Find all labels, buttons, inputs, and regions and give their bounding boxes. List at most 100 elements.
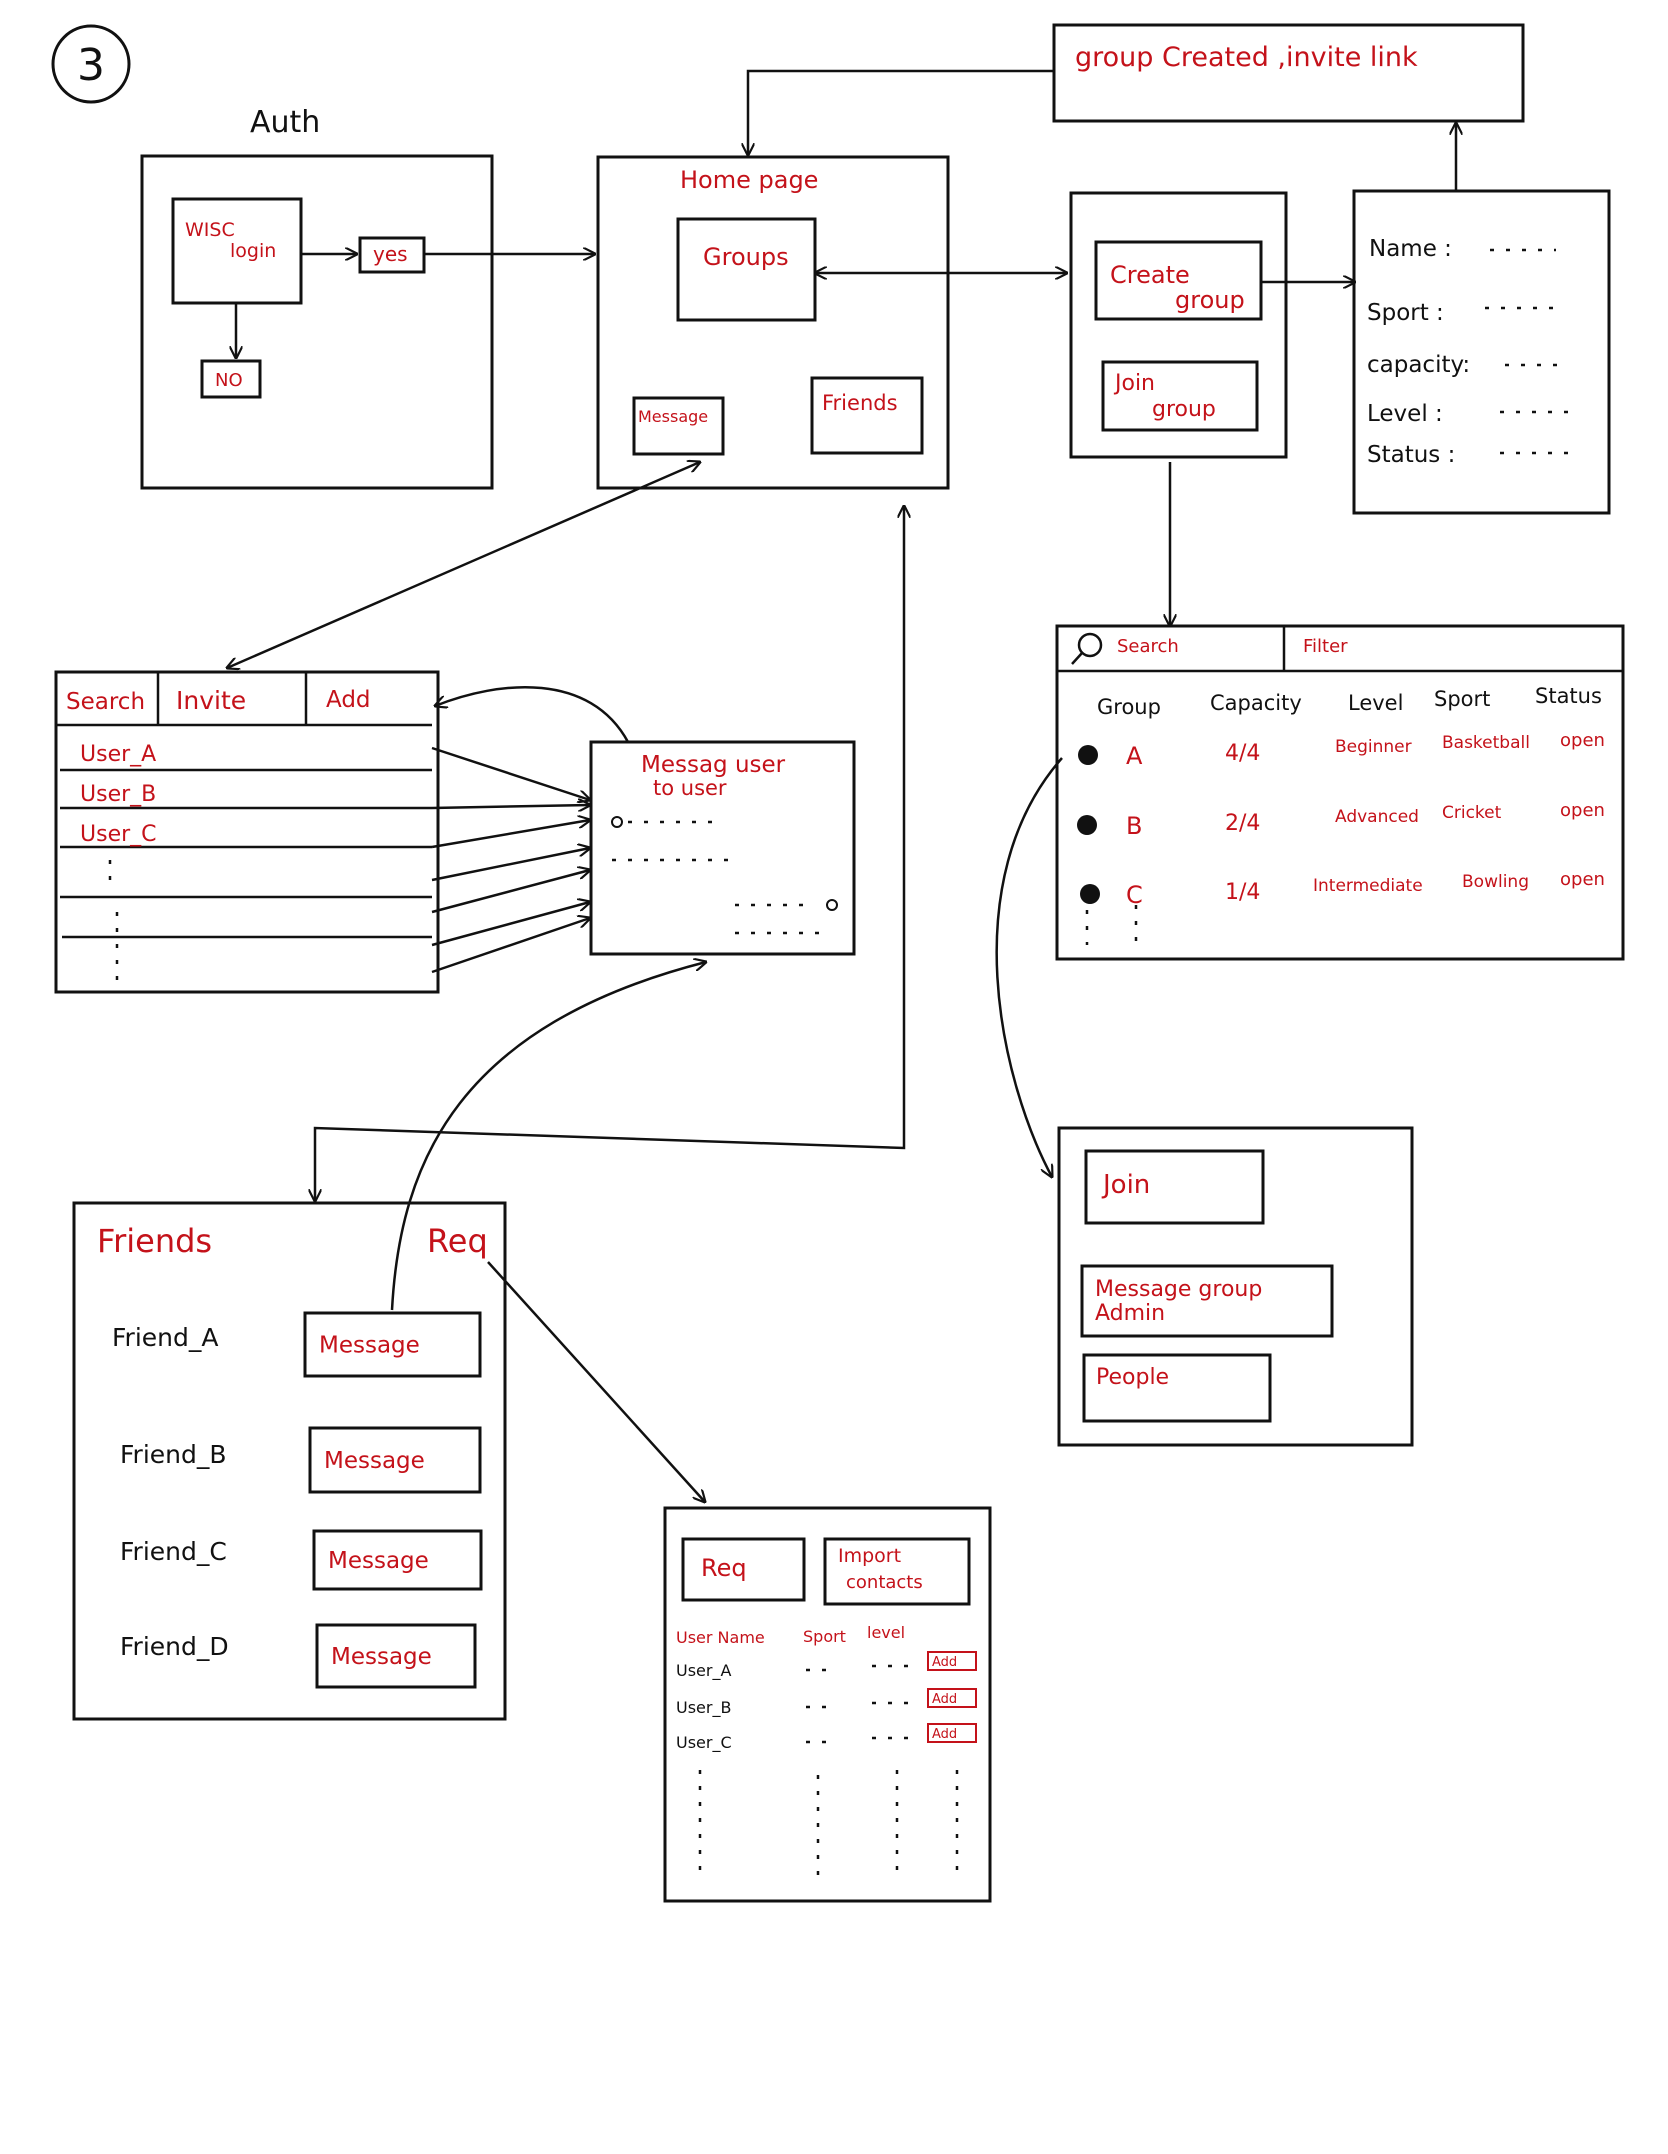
search-icon (1077, 632, 1103, 658)
col-status: Status (1535, 684, 1602, 708)
friend-message-button[interactable] (315, 1623, 477, 1689)
groups-label: Groups (703, 243, 789, 271)
group-row-name[interactable]: C (1126, 881, 1143, 909)
no-label: NO (215, 370, 243, 391)
requests-panel (663, 1506, 992, 1903)
col-level: Level (1348, 691, 1403, 715)
message-user-title-1: Messag user (641, 752, 786, 778)
request-value-dots (806, 1701, 912, 1709)
group-created-to-home-arrow (748, 69, 1054, 155)
form-level-label: Level : (1367, 401, 1443, 427)
create-group-label-2: group (1175, 286, 1245, 314)
join-button[interactable] (1084, 1149, 1265, 1225)
friend-name: Friend_C (120, 1537, 227, 1566)
group-row-name[interactable]: B (1126, 812, 1142, 840)
request-add-label: Add (932, 1655, 957, 1670)
group-row-bullet (1080, 884, 1100, 904)
filter-button[interactable]: Filter (1303, 636, 1348, 657)
people-button[interactable] (1082, 1353, 1272, 1423)
group-row-capacity: 4/4 (1225, 741, 1260, 766)
create-group-button[interactable] (1094, 240, 1263, 321)
user-to-message-arrow (431, 902, 590, 947)
import-label-2: contacts (846, 1572, 923, 1593)
message-admin-label-1: Message group (1095, 1277, 1262, 1302)
friend-name: Friend_A (112, 1323, 218, 1352)
login-label: login (230, 240, 276, 262)
request-add-label: Add (932, 1692, 957, 1707)
user-to-message-arrow (431, 746, 590, 800)
page-number-circle (51, 24, 131, 104)
req-to-requests-arrow (487, 1261, 705, 1502)
group-created-box (1052, 23, 1525, 123)
group-row-sport: Bowling (1462, 872, 1529, 892)
friend-name: Friend_D (120, 1632, 229, 1661)
friends-button[interactable] (810, 376, 924, 455)
user-row-b[interactable]: User_B (80, 782, 156, 807)
req-col-sport: Sport (803, 1627, 846, 1646)
join-group-button[interactable] (1101, 360, 1259, 432)
form-name-label: Name : (1369, 236, 1452, 262)
request-user-name: User_C (676, 1733, 732, 1753)
group-detail-box (1057, 1126, 1414, 1447)
group-row-name[interactable]: A (1126, 742, 1143, 770)
message-button[interactable] (632, 396, 725, 456)
friend-message-button[interactable] (312, 1529, 483, 1591)
home-page-box (596, 155, 950, 490)
request-user-name: User_B (676, 1698, 731, 1718)
group-row-level: Beginner (1335, 737, 1412, 757)
group-row-level: Intermediate (1313, 876, 1423, 896)
page-number: 3 (77, 40, 105, 91)
group-created-label: group Created ,invite link (1075, 42, 1418, 73)
req-label: Req (701, 1554, 747, 1582)
search-icon-handle (1071, 652, 1083, 665)
friends-label: Friends (822, 391, 898, 415)
friends-panel (72, 1201, 507, 1721)
col-capacity: Capacity (1210, 691, 1302, 715)
friend-message-label: Message (319, 1333, 420, 1359)
request-add-label: Add (932, 1727, 957, 1742)
wisc-label: WISC (185, 219, 235, 241)
group-row-sport: Cricket (1442, 803, 1502, 823)
message-group-admin-button[interactable] (1080, 1264, 1334, 1338)
search-groups-input[interactable]: Search (1117, 636, 1179, 657)
request-add-button[interactable] (927, 1688, 977, 1708)
friends-title: Friends (97, 1222, 212, 1260)
user-row-a[interactable]: User_A (80, 742, 156, 767)
req-button[interactable] (681, 1537, 806, 1602)
message-label: Message (638, 407, 708, 426)
group-row-capacity: 2/4 (1225, 811, 1260, 836)
col-group: Group (1097, 695, 1161, 719)
friend-name: Friend_B (120, 1440, 227, 1469)
friend-message-button[interactable] (308, 1426, 482, 1494)
friends-req-button[interactable]: Req (427, 1222, 488, 1260)
form-sport-label: Sport : (1367, 300, 1444, 326)
create-group-label-1: Create (1110, 261, 1190, 289)
users-row-lines (60, 768, 432, 939)
auth-title: Auth (250, 105, 320, 140)
group-a-to-detail-arrow (995, 757, 1063, 1177)
request-add-button[interactable] (927, 1651, 977, 1671)
group-row-bullet (1077, 815, 1097, 835)
users-rows-continuation (108, 860, 119, 985)
request-value-dots (806, 1664, 912, 1672)
users-tab-invite[interactable]: Invite (176, 686, 246, 715)
friend-message-button[interactable] (303, 1311, 482, 1378)
import-label-1: Import (838, 1545, 901, 1567)
user-row-c[interactable]: User_C (80, 822, 157, 847)
message-to-add-arrow (435, 685, 630, 743)
home-page-title: Home page (680, 166, 818, 194)
import-contacts-button[interactable] (823, 1537, 971, 1606)
form-status-label: Status : (1367, 442, 1455, 468)
form-capacity-label: capacity: (1367, 352, 1470, 378)
no-box[interactable] (200, 359, 262, 399)
join-group-label-2: group (1152, 397, 1216, 422)
group-row-capacity: 1/4 (1225, 880, 1260, 905)
users-tab-search[interactable]: Search (66, 689, 145, 715)
req-col-username: User Name (676, 1628, 765, 1647)
request-add-button[interactable] (927, 1723, 977, 1743)
users-tab-add[interactable]: Add (326, 687, 371, 713)
people-label: People (1096, 1365, 1169, 1390)
message-admin-label-2: Admin (1095, 1301, 1165, 1326)
friend-message-label: Message (331, 1644, 432, 1670)
